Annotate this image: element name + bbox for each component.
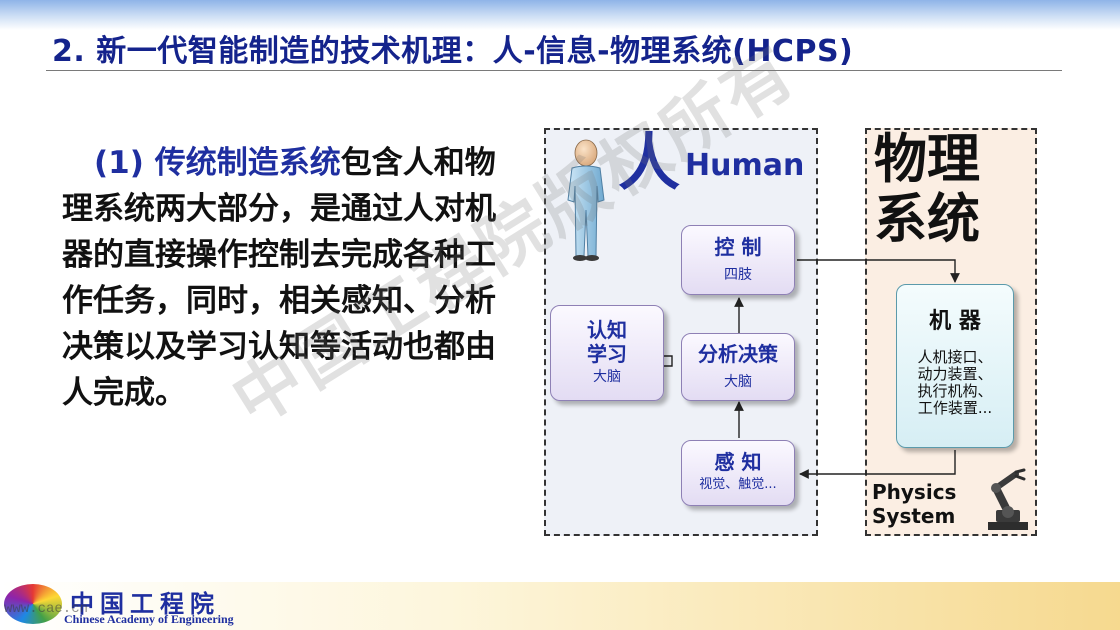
- machine-component: 人机接口、: [917, 348, 993, 366]
- physics-system-word: Physics: [872, 480, 957, 504]
- machine-title: 机 器: [929, 309, 981, 334]
- machine-components: 人机接口、 动力装置、 执行机构、 工作装置...: [897, 349, 1013, 417]
- physics-system-label: Physics System: [872, 480, 956, 528]
- node-control: 控 制 四肢: [681, 225, 795, 295]
- node-decision: 分析决策 大脑: [681, 333, 795, 401]
- node-cognition-sub: 大脑: [593, 369, 621, 385]
- logo-chinese-name: 中国工程院: [70, 589, 220, 618]
- node-control-title: 控 制: [714, 235, 762, 259]
- node-decision-sub: 大脑: [724, 374, 752, 390]
- title-divider: [46, 70, 1062, 71]
- top-gradient-band: [0, 0, 1120, 30]
- slide-title: 2. 新一代智能制造的技术机理：人-信息-物理系统(HCPS): [52, 34, 854, 69]
- node-control-sub: 四肢: [724, 267, 752, 283]
- physical-system-title: 物理系统: [874, 129, 980, 250]
- node-cognition-title: 认知学习: [587, 318, 627, 366]
- machine-component: 执行机构、: [917, 382, 993, 400]
- node-perception: 感 知 视觉、触觉...: [681, 440, 795, 506]
- person-icon: [567, 139, 605, 261]
- logo-url: www.cae.cn: [4, 601, 89, 617]
- arrow-control-to-machine: [797, 259, 960, 283]
- body-lead: (1) 传统制造系统: [94, 145, 341, 181]
- bottom-gradient-band: [0, 582, 1120, 630]
- body-text: 包含人和物理系统两大部分，是通过人对机器的直接操作控制去完成各种工作任务，同时，…: [62, 145, 496, 411]
- node-cognition: 认知学习 大脑: [550, 305, 664, 401]
- human-word-label: Human: [685, 148, 805, 183]
- node-machine: 机 器 人机接口、 动力装置、 执行机构、 工作装置...: [896, 284, 1014, 448]
- node-perception-sub: 视觉、触觉...: [699, 477, 777, 492]
- link-cognition-decision: [664, 355, 673, 367]
- node-perception-title: 感 知: [714, 450, 762, 474]
- machine-component: 动力装置、: [917, 365, 993, 383]
- human-char-label: 人: [618, 126, 681, 199]
- logo-english-name: Chinese Academy of Engineering: [64, 612, 234, 626]
- robot-arm-icon: [988, 468, 1028, 530]
- cae-emblem-icon: [4, 584, 62, 624]
- physics-system-word: System: [872, 504, 956, 528]
- arrow-machine-to-perception: [799, 450, 956, 479]
- body-paragraph: (1) 传统制造系统包含人和物理系统两大部分，是通过人对机器的直接操作控制去完成…: [62, 140, 502, 416]
- node-decision-title: 分析决策: [698, 342, 778, 366]
- machine-component: 工作装置...: [917, 399, 993, 417]
